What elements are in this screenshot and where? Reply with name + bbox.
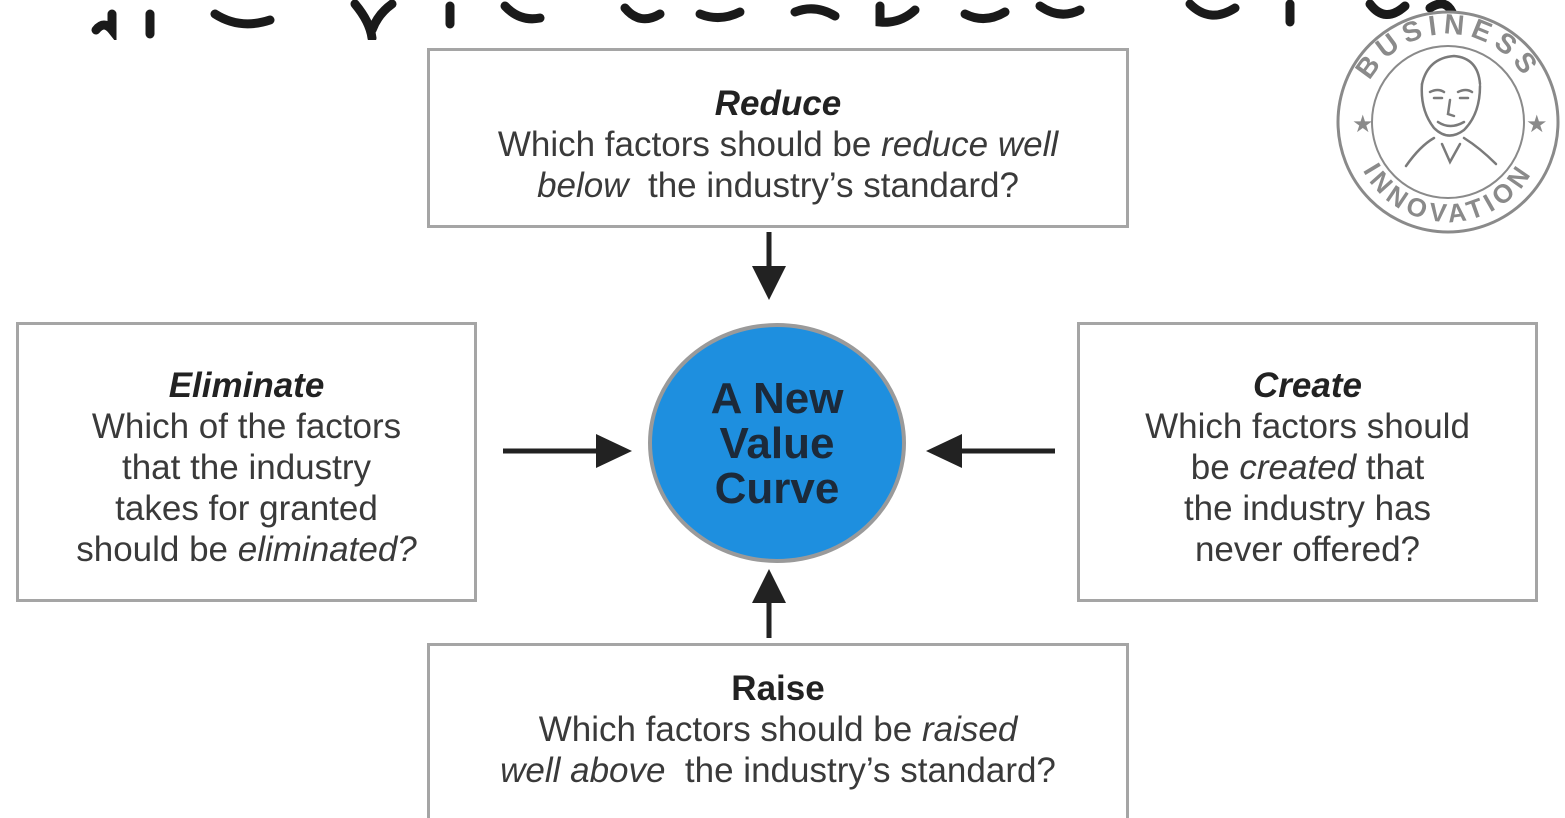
reduce-text-1: Which factors should be xyxy=(497,125,882,164)
cropped-heading-fragment xyxy=(91,0,1457,40)
create-text-2b: that xyxy=(1356,448,1425,487)
business-innovation-logo: BUSINESS INNOVATION ★ ★ xyxy=(1336,8,1560,234)
eliminate-text-4: should be xyxy=(76,530,238,569)
raise-emphasis-1: raised xyxy=(921,710,1018,749)
create-title: Create xyxy=(1253,366,1362,405)
create-text-3: the industry has xyxy=(1183,489,1432,528)
raise-text-1: Which factors should be xyxy=(538,710,922,749)
reduce-title: Reduce xyxy=(714,84,842,123)
reduce-question: Which factors should be reduce well belo… xyxy=(430,124,1126,206)
eliminate-text-2: that the industry xyxy=(121,448,372,487)
reduce-emphasis-1: reduce well xyxy=(881,125,1059,164)
raise-question: Which factors should be raised well abov… xyxy=(430,709,1126,791)
create-text-4: never offered? xyxy=(1194,530,1421,569)
eliminate-title: Eliminate xyxy=(168,366,325,405)
raise-emphasis-2: well above xyxy=(500,751,666,790)
create-box: Create Which factors should be created t… xyxy=(1077,322,1538,602)
eliminate-emphasis: eliminated? xyxy=(237,530,417,569)
create-question: Which factors should be created that the… xyxy=(1080,406,1535,570)
create-text-2a: be xyxy=(1190,448,1240,487)
reduce-emphasis-2: below xyxy=(537,166,629,205)
star-icon: ★ xyxy=(1352,111,1374,138)
create-text-1: Which factors should xyxy=(1145,407,1470,446)
create-emphasis: created xyxy=(1239,448,1357,487)
raise-box: Raise Which factors should be raised wel… xyxy=(427,643,1129,818)
reduce-text-2: the industry’s standard? xyxy=(628,166,1019,205)
eliminate-box: Eliminate Which of the factors that the … xyxy=(16,322,477,602)
arrow-from-reduce xyxy=(752,232,786,300)
eliminate-text-1: Which of the factors xyxy=(91,407,402,446)
eliminate-text-3: takes for granted xyxy=(115,489,378,528)
new-value-curve-label: A New Value Curve xyxy=(710,373,844,513)
new-value-curve-circle: A New Value Curve xyxy=(648,323,906,563)
arrow-from-create xyxy=(926,434,1055,468)
reduce-box: Reduce Which factors should be reduce we… xyxy=(427,48,1129,228)
arrow-from-eliminate xyxy=(503,434,632,468)
raise-text-2: the industry’s standard? xyxy=(665,751,1056,790)
portrait-face-icon xyxy=(1404,54,1498,168)
star-icon: ★ xyxy=(1526,111,1548,138)
raise-title: Raise xyxy=(731,669,825,708)
arrow-from-raise xyxy=(752,569,786,638)
eliminate-question: Which of the factors that the industry t… xyxy=(19,406,474,570)
